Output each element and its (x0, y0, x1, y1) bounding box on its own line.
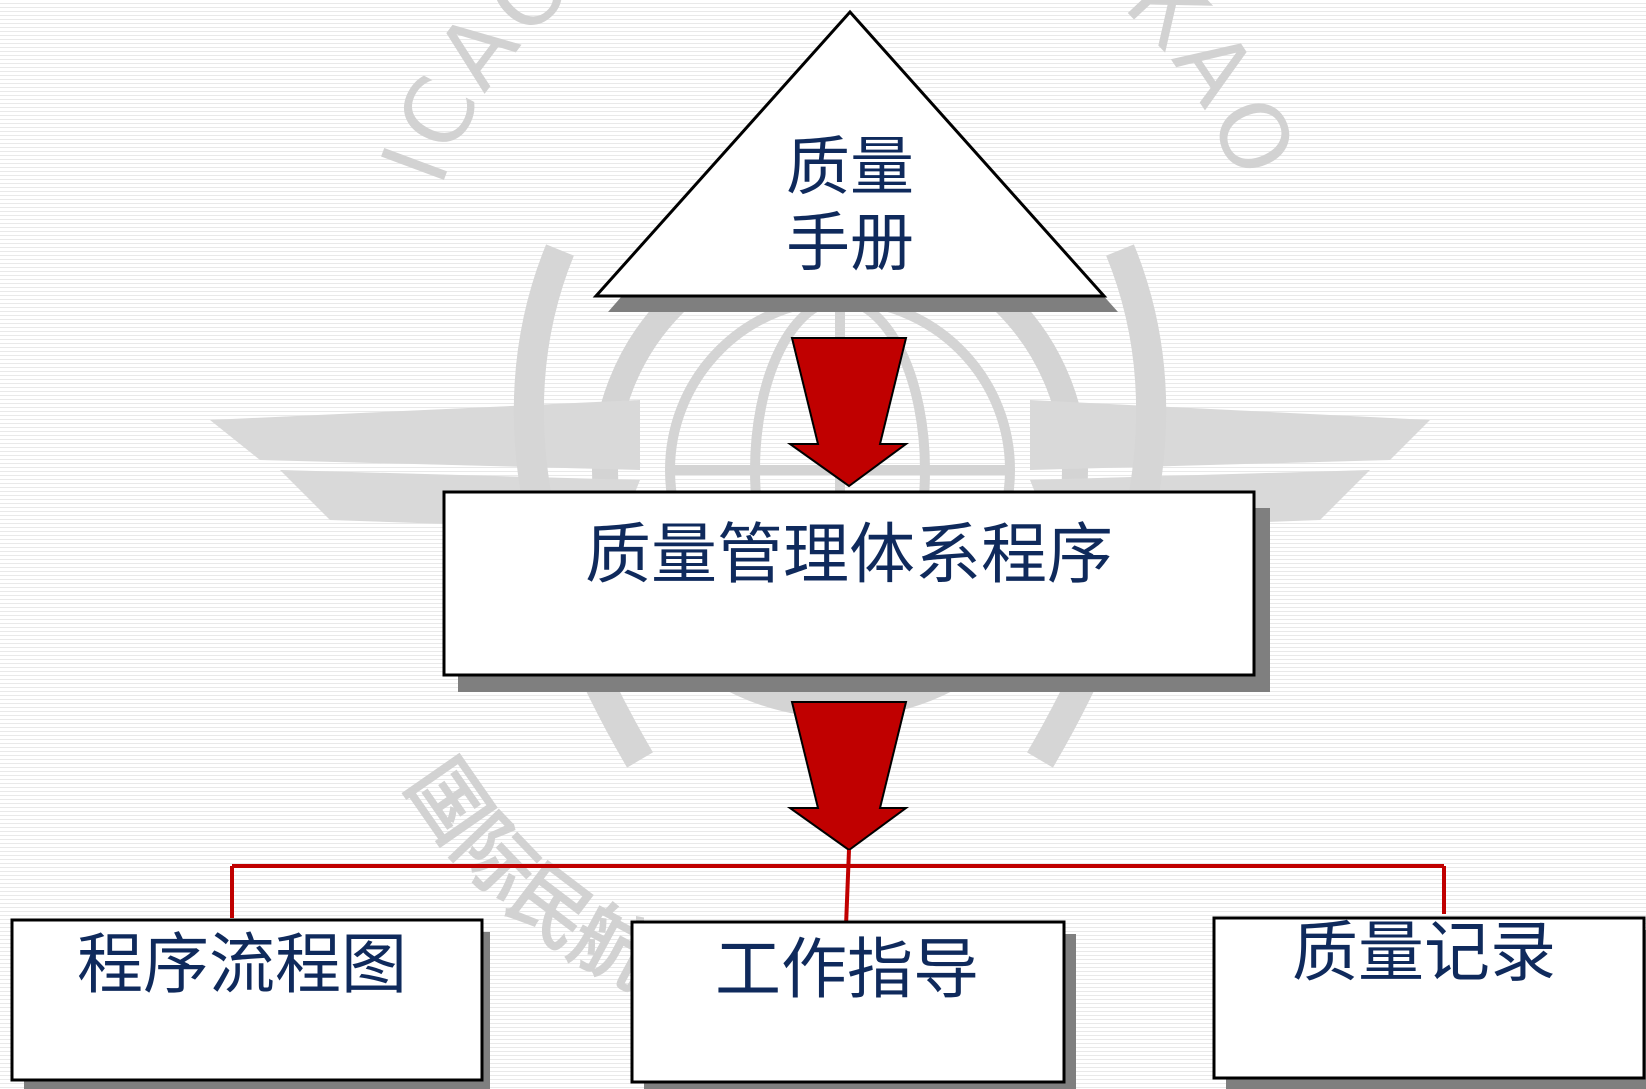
quality-records-label: 质量记录 (1292, 914, 1556, 991)
work-instruction-label: 工作指导 (715, 931, 979, 1008)
down-arrow-1 (786, 337, 910, 488)
work-instruction-box (630, 920, 1066, 1084)
connector-lines (230, 849, 1446, 927)
down-arrow-2 (786, 701, 910, 852)
quality-manual-line1: 质量 (786, 131, 914, 205)
quality-manual-triangle (592, 9, 1108, 298)
qms-procedures-label: 质量管理体系程序 (585, 516, 1113, 593)
quality-manual-label: 质量 手册 (730, 130, 970, 282)
quality-manual-line2: 手册 (786, 207, 914, 281)
quality-records-box (1212, 916, 1646, 1080)
procedure-flowchart-label: 程序流程图 (77, 926, 407, 1003)
procedure-flowchart-box (10, 918, 484, 1082)
procedures-box (442, 490, 1256, 677)
